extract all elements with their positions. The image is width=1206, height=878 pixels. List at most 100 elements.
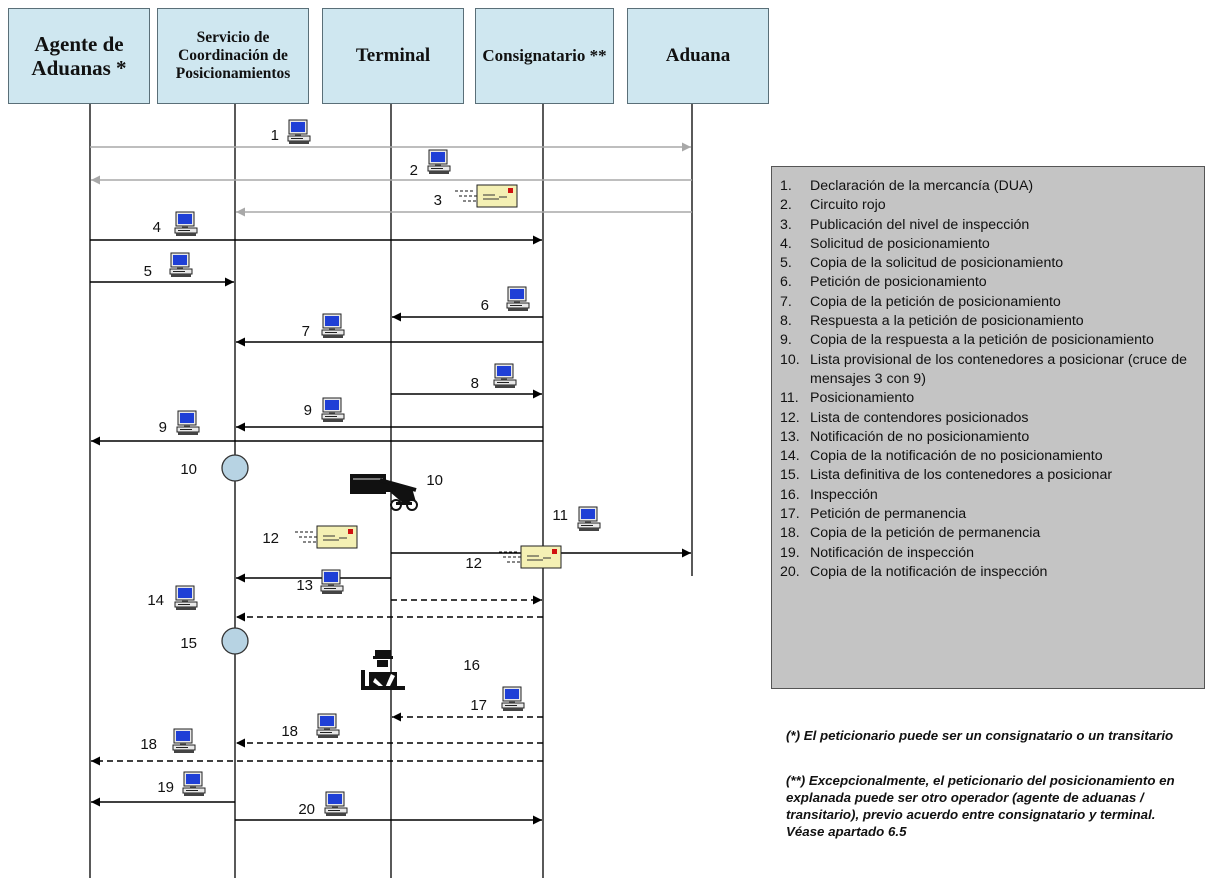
legend-item-text: Lista definitiva de los contenedores a p… [810,467,1113,484]
actor-consignatario: Consignatario ** [475,8,614,104]
computer-icon [182,771,206,796]
message-number: 15 [180,635,197,652]
legend-item-number: 14. [780,448,800,465]
legend-item-number: 15. [780,467,800,484]
legend-item: 9. Copia de la respuesta a la petición de… [780,331,1200,350]
legend-item-number: 6. [780,274,792,291]
legend-item-number: 19. [780,544,800,561]
legend-item-text: Copia de la notificación de inspección [810,563,1048,580]
customs-officer-icon [361,650,405,692]
computer-icon [174,585,198,610]
legend-item-number: 18. [780,525,800,542]
legend-item-number: 17. [780,506,800,523]
message-number: 16 [463,657,480,674]
legend-item-number: 8. [780,313,792,330]
legend-item: 12. Lista de contendores posicionados [780,409,1200,428]
legend-item-text: Posicionamiento [810,390,915,407]
legend-item-text: Petición de posicionamiento [810,274,987,291]
legend-item: 11.Posicionamiento [780,389,1200,408]
legend-item-number: 13. [780,428,800,445]
computer-icon [320,569,344,594]
legend-item-text: Solicitud de posicionamiento [810,235,990,252]
legend-item: 17. Petición de permanencia [780,505,1200,524]
message-number: 3 [434,192,442,209]
legend-item-text: Copia de la petición de posicionamiento [810,293,1061,310]
computer-icon [427,149,451,174]
message-number: 10 [180,461,197,478]
actor-servicio-coordinacion: Servicio de Coordinación de Posicionamie… [157,8,309,104]
message-number: 12 [465,555,482,572]
footnote-peticionario: (*) El peticionario puede ser un consign… [786,728,1174,743]
message-number: 1 [271,127,279,144]
legend-item: 18. Copia de la petición de permanencia [780,524,1200,543]
legend-item: 6. Petición de posicionamiento [780,273,1200,292]
computer-icon [324,791,348,816]
message-number: 18 [140,736,157,753]
legend-item-text: Copia de la respuesta a la petición de p… [810,332,1154,349]
mail-icon [455,184,518,208]
computer-icon [169,252,193,277]
computer-icon [321,313,345,338]
legend-item: 16. Inspección [780,486,1200,505]
message-number: 7 [302,323,310,340]
computer-icon [174,211,198,236]
legend-item: 15. Lista definitiva de los contenedores … [780,466,1200,485]
message-number: 14 [147,592,164,609]
actor-label: Servicio de Coordinación de Posicionamie… [175,29,291,82]
legend-item: 10.Lista provisional de los contenedores… [780,351,1200,390]
computer-icon [493,363,517,388]
message-number: 18 [281,723,298,740]
computer-icon [176,410,200,435]
legend-item-number: 1. [780,178,792,194]
computer-icon [172,728,196,753]
legend-item-text: Copia de la notificación de no posiciona… [810,448,1103,465]
legend-item-text: Lista de contendores posicionados [810,409,1029,426]
legend-item-number: 9. [780,332,792,349]
legend-item-text: Copia de la petición de permanencia [810,525,1041,542]
legend-item-number: 16. [780,486,800,503]
legend-item-number: 2. [780,197,792,214]
footnote-excepcionalmente: (**) Excepcionalmente, el peticionario d… [786,773,1175,839]
legend-item: 19.Notificación de inspección [780,544,1200,563]
process-circle [221,454,249,482]
message-number: 5 [144,263,152,280]
legend-item: 20.Copia de la notificación de inspecció… [780,563,1200,582]
legend-item-text: Notificación de no posicionamiento [810,428,1030,445]
computer-icon [501,686,525,711]
actor-label: Consignatario ** [482,46,607,66]
message-number: 9 [304,402,312,419]
legend-box: 1.Declaración de la mercancía (DUA)2.Cir… [771,166,1205,689]
message-number: 20 [298,801,315,818]
legend-item: 5.Copia de la solicitud de posicionamien… [780,254,1200,273]
legend-item: 3. Publicación del nivel de inspección [780,216,1200,235]
computer-icon [577,506,601,531]
message-number: 10 [426,472,443,489]
message-number: 11 [552,507,568,524]
legend-item: 1.Declaración de la mercancía (DUA) [780,177,1200,196]
legend-item: 7. Copia de la petición de posicionamient… [780,293,1200,312]
actor-label: Agente de Aduanas * [31,31,127,80]
actor-label: Terminal [355,45,431,67]
message-number: 6 [481,297,489,314]
message-number: 12 [262,530,279,547]
legend-item-number: 3. [780,216,792,233]
legend-item-number: 7. [780,293,792,310]
legend-item: 13. Notificación de no posicionamiento [780,428,1200,447]
mail-icon [295,525,358,549]
mail-icon [499,545,562,569]
legend-item-text: Publicación del nivel de inspección [810,216,1030,233]
legend-item-text: Lista provisional de los contenedores a … [810,351,1187,387]
legend-item-text: Inspección [810,486,878,503]
legend-item: 8. Respuesta a la petición de posicionami… [780,312,1200,331]
message-number: 8 [471,375,479,392]
message-number: 19 [157,779,174,796]
legend-item-text: Respuesta a la petición de posicionamien… [810,313,1084,330]
legend-item-text: Petición de permanencia [810,506,967,523]
message-number: 4 [153,219,161,236]
process-circle [221,627,249,655]
legend-item-number: 5. [780,255,792,272]
computer-icon [321,397,345,422]
legend-item-number: 4. [780,235,792,252]
legend-item-number: 12. [780,409,800,426]
